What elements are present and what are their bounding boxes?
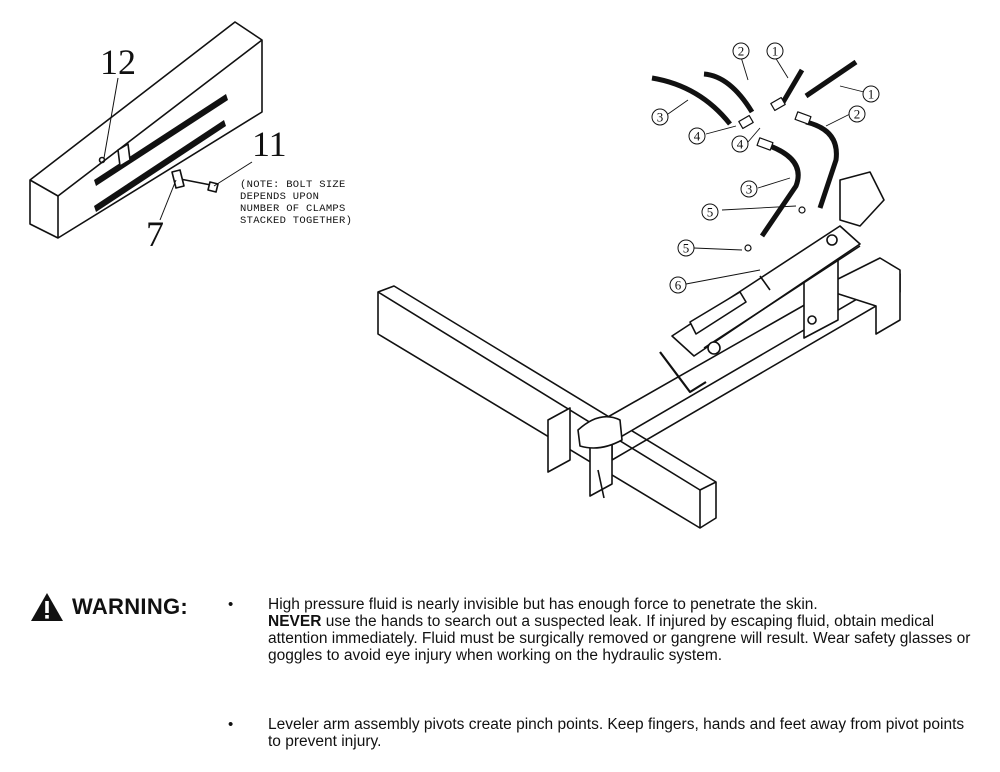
note-line-2: DEPENDS UPON (240, 191, 319, 203)
svg-text:3: 3 (657, 110, 664, 125)
bullet-marker: • (228, 716, 234, 733)
svg-text:6: 6 (675, 278, 682, 293)
warning-label: WARNING: (72, 594, 189, 619)
svg-text:2: 2 (738, 44, 745, 59)
note-line-4: STACKED TOGETHER) (240, 215, 352, 227)
svg-text:5: 5 (683, 241, 690, 256)
warning-item-text: Leveler arm assembly pivots create pinch… (268, 716, 978, 750)
warning-section: WARNING: • High pressure fluid is nearly… (30, 592, 980, 767)
callout-12: 12 (100, 42, 136, 82)
warning-item-text-pre: High pressure fluid is nearly invisible … (268, 596, 818, 613)
assembly-diagram: 12 11 7 (NOTE: BOLT SIZE DEPENDS UPON NU… (29, 21, 901, 529)
svg-text:2: 2 (854, 107, 861, 122)
bullet-marker: • (228, 596, 234, 613)
note-line-3: NUMBER OF CLAMPS (240, 203, 346, 215)
warning-item-text-post: use the hands to search out a suspected … (268, 613, 971, 664)
note-line-1: (NOTE: BOLT SIZE (240, 179, 346, 191)
part-callout-2-right: 2 (848, 105, 866, 123)
part-callout-5-upper: 5 (701, 203, 719, 221)
svg-text:3: 3 (746, 182, 753, 197)
svg-text:4: 4 (737, 137, 744, 152)
part-callout-4-mid: 4 (731, 135, 749, 153)
svg-text:1: 1 (772, 44, 779, 59)
part-callout-3-mid: 3 (740, 180, 758, 198)
part-callout-3-left: 3 (651, 108, 669, 126)
warning-heading: WARNING: (30, 592, 188, 622)
part-callout-2-top: 2 (732, 42, 750, 60)
hydraulic-hoses-drawing (651, 59, 858, 238)
svg-text:4: 4 (694, 129, 701, 144)
warning-triangle-icon (31, 593, 63, 621)
warning-item-1: • High pressure fluid is nearly invisibl… (228, 596, 978, 664)
part-callout-4-left: 4 (688, 127, 706, 145)
part-callout-1-right: 1 (862, 85, 880, 103)
warning-never-emphasis: NEVER (268, 613, 322, 630)
warning-item-text-body: Leveler arm assembly pivots create pinch… (268, 716, 965, 750)
warning-item-text: High pressure fluid is nearly invisible … (268, 596, 978, 664)
part-callout-6: 6 (669, 276, 687, 294)
clamp-detail-drawing (29, 21, 263, 239)
svg-text:5: 5 (707, 205, 714, 220)
callout-7: 7 (146, 214, 164, 254)
frame-drawing (377, 171, 901, 529)
part-callout-1-top: 1 (766, 42, 784, 60)
warning-item-2: • Leveler arm assembly pivots create pin… (228, 716, 978, 750)
callout-11: 11 (252, 124, 287, 164)
svg-text:1: 1 (868, 87, 875, 102)
part-callout-5-lower: 5 (677, 239, 695, 257)
